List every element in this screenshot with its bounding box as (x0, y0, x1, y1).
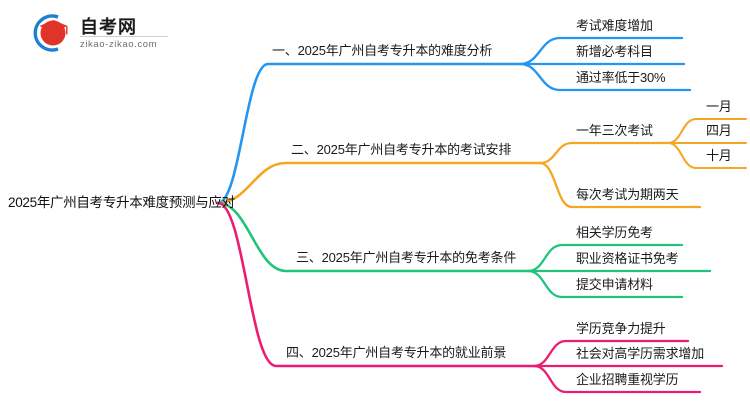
branch-3-connectors (216, 201, 712, 299)
logo-divider (80, 36, 168, 37)
branch-node-2[interactable]: 二、2025年广州自考专升本的考试安排 (291, 142, 512, 157)
root-node-label[interactable]: 2025年广州自考专升本难度预测与应对 (8, 195, 235, 210)
leaf-node-4-2[interactable]: 社会对高学历需求增加 (576, 346, 705, 361)
logo-name-zh: 自考网 (80, 17, 137, 37)
leaf-node-3-3[interactable]: 提交申请材料 (576, 277, 653, 292)
leaf-node-4-3[interactable]: 企业招聘重视学历 (576, 372, 679, 387)
leaf-node-2-1-1[interactable]: 一月 (706, 99, 732, 114)
branch-node-4[interactable]: 四、2025年广州自考专升本的就业前景 (286, 345, 507, 360)
leaf-node-2-1[interactable]: 一年三次考试 (576, 123, 653, 138)
leaf-node-2-2[interactable]: 每次考试为期两天 (576, 187, 679, 202)
branch-node-3[interactable]: 三、2025年广州自考专升本的免考条件 (296, 250, 517, 265)
leaf-node-3-1[interactable]: 相关学历免考 (576, 225, 653, 240)
leaf-node-1-3[interactable]: 通过率低于30% (576, 70, 666, 85)
branch-1-connectors (216, 36, 692, 205)
leaf-node-1-2[interactable]: 新增必考科目 (576, 44, 653, 59)
branch-node-1[interactable]: 一、2025年广州自考专升本的难度分析 (272, 43, 493, 58)
leaf-node-1-1[interactable]: 考试难度增加 (576, 18, 653, 33)
leaf-node-2-1-2[interactable]: 四月 (706, 123, 732, 138)
branch-4-connectors (216, 201, 724, 394)
leaf-node-2-1-3[interactable]: 十月 (706, 148, 732, 163)
site-logo: 自考网 zikao-zikao.com (28, 10, 168, 56)
logo-name-en: zikao-zikao.com (80, 39, 158, 50)
branch-2-connectors (216, 117, 748, 209)
leaf-node-3-2[interactable]: 职业资格证书免考 (576, 251, 679, 266)
graduation-cap-icon (33, 14, 68, 52)
leaf-node-4-1[interactable]: 学历竞争力提升 (576, 321, 666, 336)
